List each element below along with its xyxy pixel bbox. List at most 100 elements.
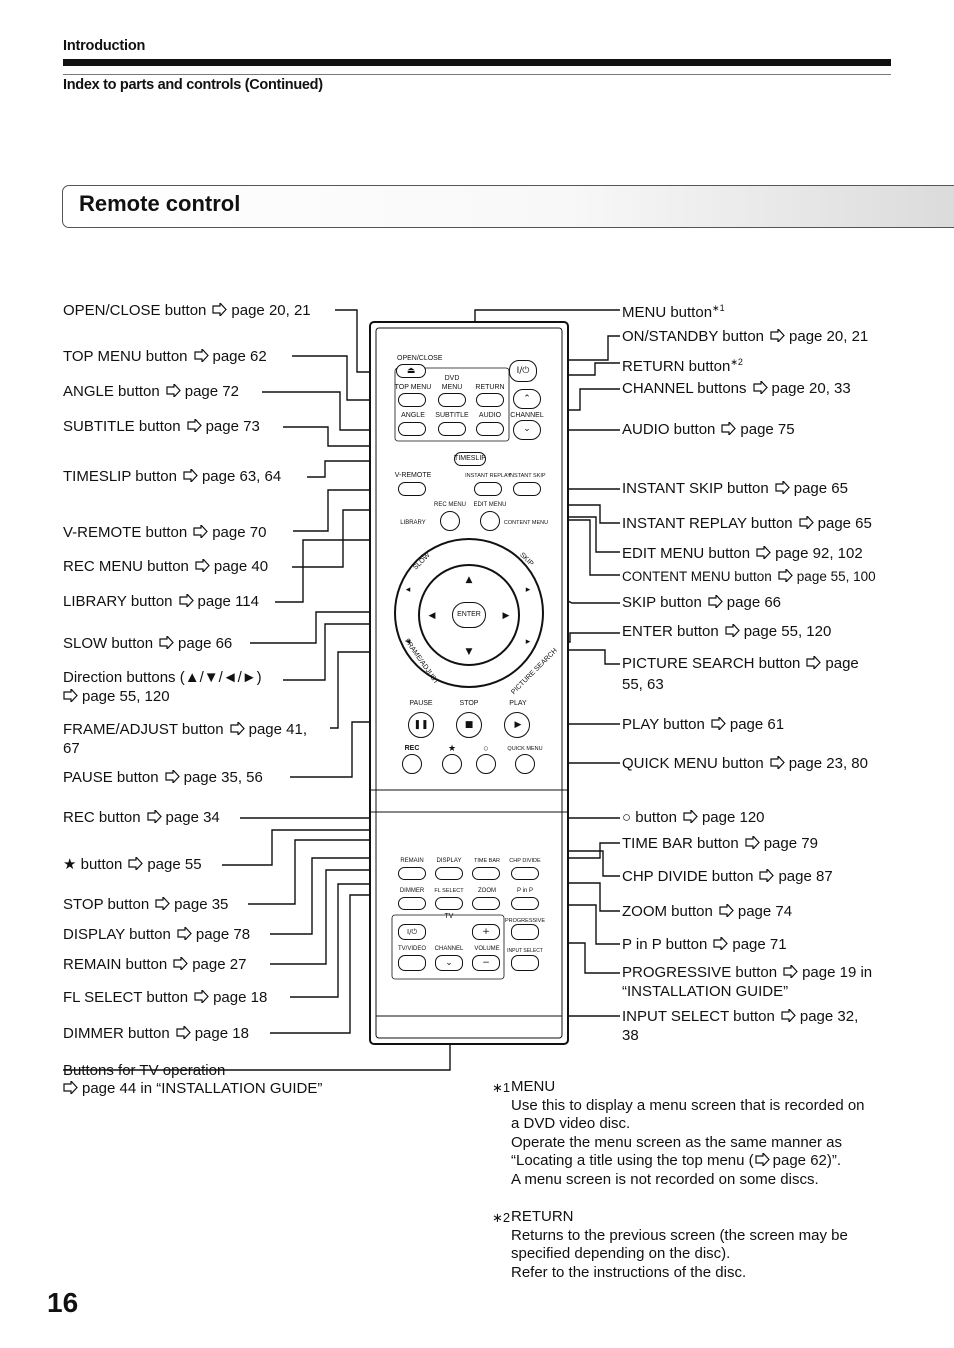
- page-arrow-icon: [165, 384, 181, 397]
- pause-button[interactable]: [408, 712, 434, 738]
- edit-menu-label: EDIT MENU: [473, 502, 507, 508]
- label-tv-buttons-page: page 44 in “INSTALLATION GUIDE”: [57, 1079, 322, 1098]
- page-arrow-icon: [193, 525, 209, 538]
- v-remote-button[interactable]: [398, 482, 426, 496]
- label-frame-adjust-page2: 67: [63, 740, 80, 757]
- tv-power-button[interactable]: [398, 924, 426, 940]
- v-remote-label: V-REMOTE: [394, 472, 432, 479]
- page-arrow-icon: [164, 770, 180, 783]
- page-arrow-icon: [212, 303, 228, 316]
- remain-button[interactable]: [398, 867, 426, 880]
- open-close-label: OPEN/CLOSE: [397, 355, 443, 362]
- volume-down-button[interactable]: [472, 955, 500, 971]
- subtitle-button[interactable]: [438, 422, 466, 436]
- page-arrow-icon: [806, 656, 822, 669]
- page-arrow-icon: [724, 624, 740, 637]
- volume-up-button[interactable]: [472, 924, 500, 940]
- slow-icon[interactable]: ◂: [405, 585, 411, 595]
- rec-menu-button[interactable]: [440, 511, 460, 531]
- on-standby-button[interactable]: [509, 360, 537, 382]
- page-arrow-icon: [682, 810, 698, 823]
- display-button[interactable]: [435, 867, 463, 880]
- pause-icon: ❚❚: [413, 720, 429, 730]
- dimmer-button[interactable]: [398, 897, 426, 910]
- volume-label: VOLUME: [474, 946, 500, 952]
- tv-video-button[interactable]: [398, 955, 426, 971]
- star-label: ★: [447, 743, 457, 753]
- page-arrow-icon: [193, 349, 209, 362]
- page-arrow-icon: [194, 559, 210, 572]
- display-label: DISPLAY: [436, 858, 462, 864]
- quick-menu-button[interactable]: [515, 754, 535, 774]
- stop-button[interactable]: [456, 712, 482, 738]
- top-menu-button[interactable]: [398, 393, 426, 407]
- pause-label: PAUSE: [409, 700, 433, 707]
- page-arrow-icon: [713, 937, 729, 950]
- p-in-p-label: P in P: [517, 888, 533, 894]
- label-direction-page: page 55, 120: [57, 687, 170, 706]
- return-button[interactable]: [476, 393, 504, 407]
- instant-replay-button[interactable]: [474, 482, 502, 496]
- page-arrow-icon: [752, 381, 768, 394]
- channel-label: CHANNEL: [510, 412, 544, 419]
- chp-divide-button[interactable]: [511, 867, 539, 880]
- tv-video-label: TV/VIDEO: [397, 946, 427, 952]
- header-rule-thin: [63, 74, 891, 75]
- play-button[interactable]: [504, 712, 530, 738]
- minus-icon: −: [482, 958, 490, 968]
- open-close-button[interactable]: [396, 364, 426, 378]
- channel-down-button[interactable]: [513, 420, 541, 440]
- search-icon[interactable]: ▸: [525, 637, 531, 647]
- page-arrow-icon: [146, 810, 162, 823]
- arrow-up-icon: ▲: [465, 575, 473, 585]
- top-menu-label: TOP MENU: [394, 384, 432, 391]
- progressive-button[interactable]: [511, 924, 539, 940]
- page-arrow-icon: [707, 595, 723, 608]
- skip-icon[interactable]: ▸: [525, 585, 531, 595]
- page-subheading: Index to parts and controls (Continued): [63, 77, 323, 93]
- progressive-label: PROGRESSIVE: [504, 918, 546, 924]
- p-in-p-button[interactable]: [511, 897, 539, 910]
- fl-select-button[interactable]: [435, 897, 463, 910]
- page-arrow-icon: [186, 419, 202, 432]
- star-button[interactable]: [442, 754, 462, 774]
- edit-menu-button[interactable]: [480, 511, 500, 531]
- page-title: Remote control: [79, 191, 241, 216]
- arrow-right-icon: ▶: [502, 611, 510, 621]
- tv-power-icon: I/⏻: [407, 928, 417, 936]
- menu-button[interactable]: [438, 393, 466, 407]
- time-bar-button[interactable]: [472, 867, 500, 880]
- rec-button[interactable]: [402, 754, 422, 774]
- channel-up-button[interactable]: [513, 389, 541, 409]
- instant-replay-label: INSTANT REPLAY: [465, 473, 511, 479]
- tv-channel-down-button[interactable]: [435, 955, 463, 971]
- page-arrow-icon: [63, 1081, 78, 1094]
- zoom-button[interactable]: [472, 897, 500, 910]
- enter-button[interactable]: [452, 602, 486, 628]
- frame-icon[interactable]: ◂: [405, 637, 411, 647]
- audio-button[interactable]: [476, 422, 504, 436]
- page-arrow-icon: [770, 329, 786, 342]
- audio-label: AUDIO: [478, 412, 502, 419]
- angle-button[interactable]: [398, 422, 426, 436]
- instant-skip-button[interactable]: [513, 482, 541, 496]
- circle-button[interactable]: [476, 754, 496, 774]
- subtitle-label: SUBTITLE: [435, 412, 469, 419]
- chevron-down-icon: ⌄: [523, 424, 531, 434]
- page-arrow-icon: [718, 904, 734, 917]
- timeslip-button[interactable]: [454, 452, 486, 466]
- input-select-button[interactable]: [511, 955, 539, 971]
